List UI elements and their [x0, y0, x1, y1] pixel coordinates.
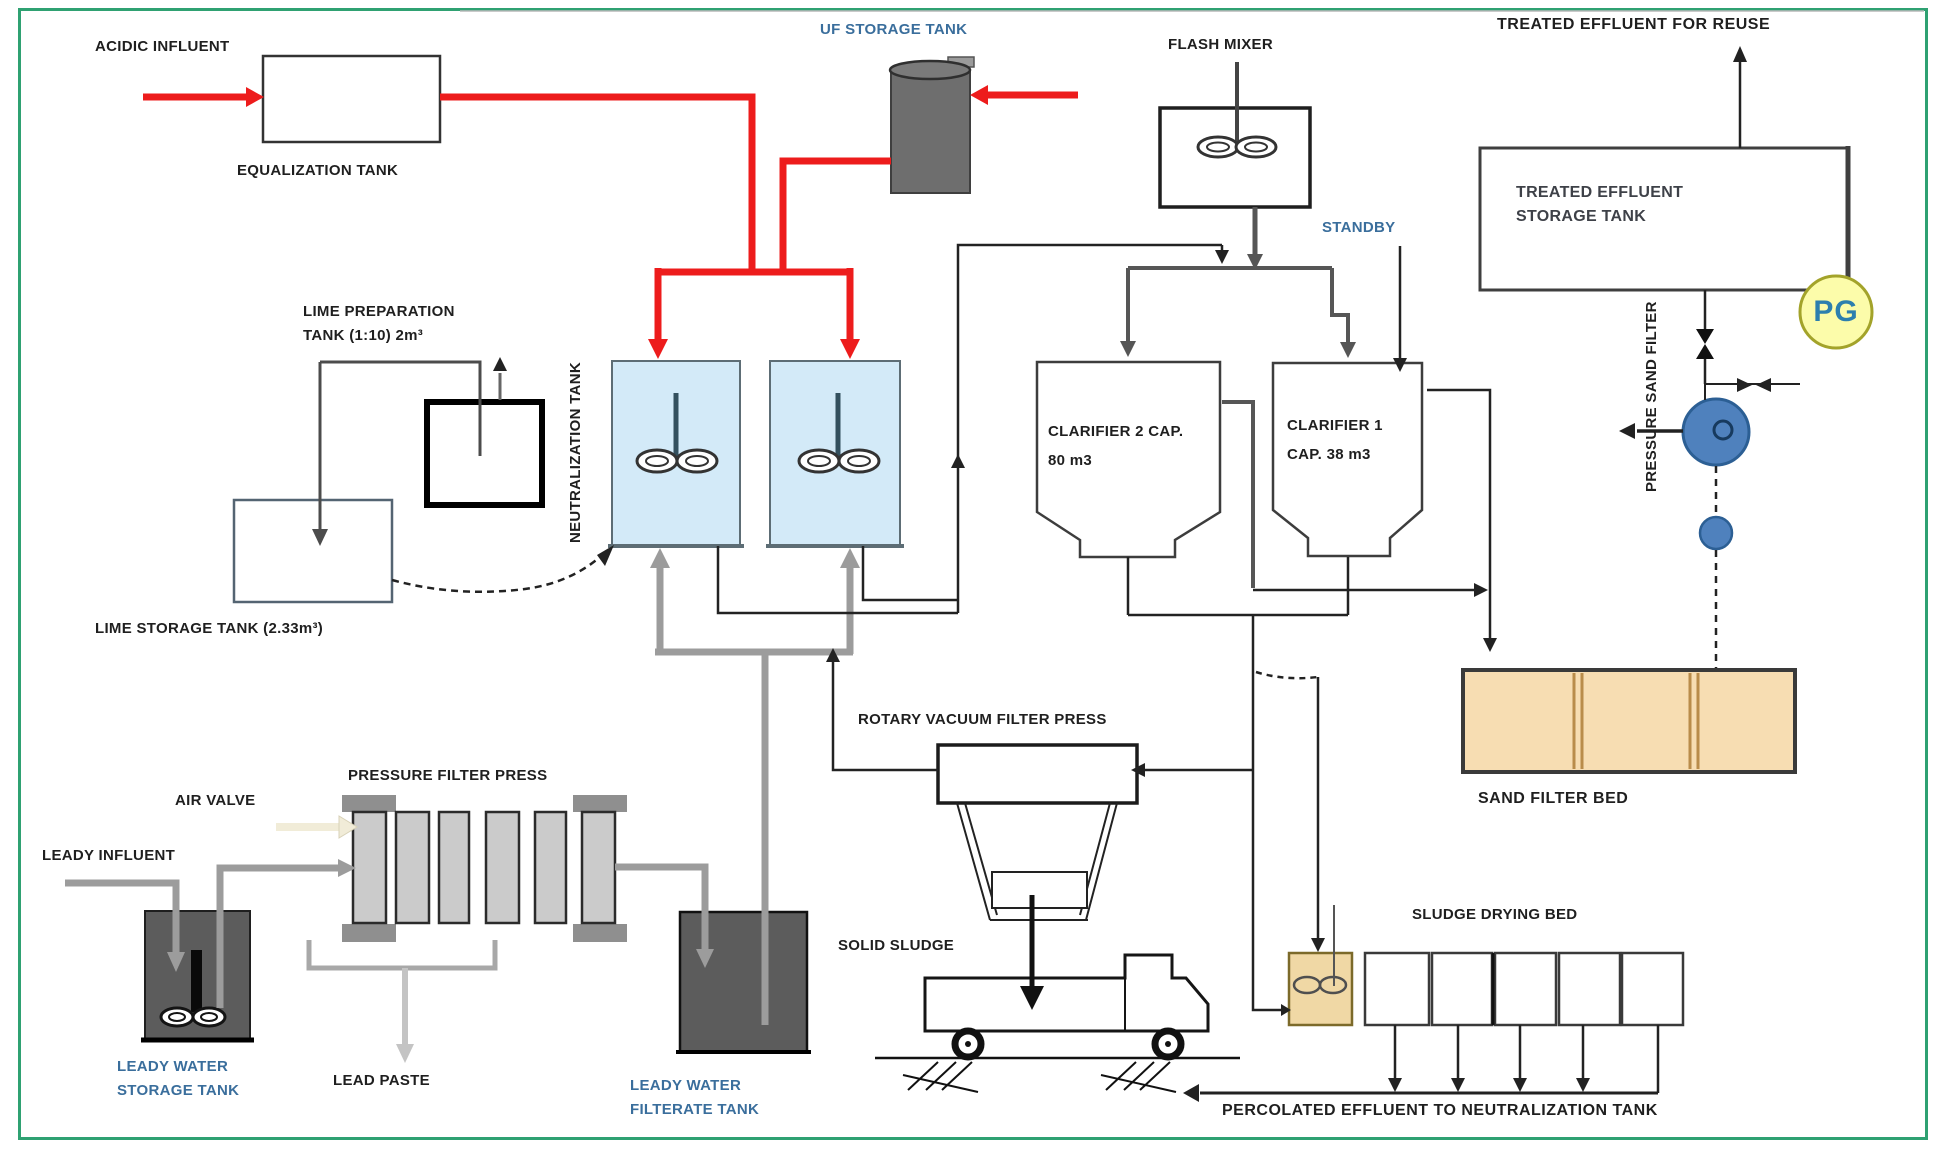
wheel-icon — [951, 1027, 1185, 1061]
label-leady-influent: LEADY INFLUENT — [42, 847, 176, 864]
label-sludge-drying-bed: SLUDGE DRYING BED — [1412, 906, 1578, 923]
label-lime-storage-tank: LIME STORAGE TANK (2.33m³) — [95, 620, 324, 637]
equalization-tank-box — [261, 54, 442, 144]
mixer-icon — [635, 393, 719, 474]
mixer-icon — [1196, 62, 1278, 159]
label-pressure-gauge: PG — [1813, 295, 1859, 328]
label-clarifier-2-1: CLARIFIER 2 CAP. — [1048, 423, 1184, 440]
ground-hatch-icon — [902, 1061, 1177, 1093]
valve-icon — [1696, 329, 1714, 359]
flash-mixer-box — [1158, 62, 1312, 209]
sludge-truck — [875, 953, 1240, 1093]
sludge-drying-bed-cells — [1363, 951, 1685, 1027]
pressure-gauge-circle — [1798, 274, 1874, 350]
valve-circle — [1698, 515, 1734, 551]
label-solid-sludge: SOLID SLUDGE — [838, 937, 955, 954]
red-arrowheads — [246, 85, 988, 359]
clarifier-1-vessel — [1271, 361, 1424, 558]
label-equalization-tank: EQUALIZATION TANK — [237, 162, 399, 179]
black-arrowheads — [826, 46, 1771, 1102]
clarifier-feed-piping — [1126, 207, 1350, 588]
label-clarifier-1-1: CLARIFIER 1 — [1287, 417, 1383, 434]
label-treated-effluent-storage-2: STORAGE TANK — [1516, 208, 1647, 225]
sand-filter-bed-box — [1461, 668, 1797, 774]
label-treated-effluent-storage-1: TREATED EFFLUENT — [1516, 184, 1684, 201]
label-leady-water-storage-1: LEADY WATER — [117, 1058, 229, 1075]
gray-water-piping — [65, 566, 854, 1025]
pressure-filter-press-assembly — [342, 795, 627, 942]
press-bottom-manifold — [306, 940, 498, 971]
rotary-vacuum-filter-assembly — [936, 743, 1139, 921]
neutralization-tank-2-box — [766, 360, 904, 548]
lime-storage-tank-box — [232, 498, 394, 604]
mixer-icon — [159, 950, 227, 1028]
dark-arrowheads — [1120, 254, 1356, 358]
label-leady-water-filtrate-1: LEADY WATER — [630, 1077, 742, 1094]
diagram-border — [18, 8, 1928, 1140]
gray-arrowheads — [167, 548, 860, 1063]
label-lead-paste: LEAD PASTE — [333, 1072, 430, 1089]
uf-storage-tank-cylinder — [888, 56, 975, 194]
neutralization-tank-1-box — [608, 360, 744, 548]
label-sand-filter-bed: SAND FILTER BED — [1478, 790, 1629, 807]
label-treated-effluent-for-reuse: TREATED EFFLUENT FOR REUSE — [1497, 16, 1771, 33]
label-acidic-influent: ACIDIC INFLUENT — [95, 38, 230, 55]
black-process-lines — [716, 60, 1800, 1095]
lime-preparation-tank-box — [424, 399, 545, 508]
label-pressure-filter-press: PRESSURE FILTER PRESS — [348, 767, 548, 784]
red-acid-piping — [143, 91, 1078, 341]
label-clarifier-1-2: CAP. 38 m3 — [1287, 446, 1371, 463]
label-lime-preparation-1: LIME PREPARATION — [303, 303, 455, 320]
lime-arrowheads — [312, 357, 614, 566]
label-air-valve: AIR VALVE — [175, 792, 256, 809]
label-percolated-effluent: PERCOLATED EFFLUENT TO NEUTRALIZATION TA… — [1222, 1102, 1658, 1119]
label-neutralization-tank: NEUTRALIZATION TANK — [567, 362, 584, 543]
leady-water-filtrate-tank-box — [676, 910, 811, 1054]
label-standby: STANDBY — [1322, 219, 1396, 236]
mixer-icon — [797, 393, 881, 474]
label-flash-mixer: FLASH MIXER — [1168, 36, 1273, 53]
clarifier-2-vessel — [1035, 360, 1222, 559]
treated-effluent-storage-tank-box — [1478, 146, 1851, 292]
sludge-mixing-tank-box — [1287, 951, 1354, 1027]
label-rotary-vacuum-filter-press: ROTARY VACUUM FILTER PRESS — [858, 711, 1107, 728]
pump-circle — [1681, 397, 1751, 467]
lime-lines — [318, 360, 601, 594]
label-leady-water-filtrate-2: FILTERATE TANK — [630, 1101, 760, 1118]
label-pressure-sand-filter: PRESSURE SAND FILTER — [1643, 301, 1660, 492]
label-uf-storage-tank: UF STORAGE TANK — [820, 21, 968, 38]
label-leady-water-storage-2: STORAGE TANK — [117, 1082, 240, 1099]
label-lime-preparation-2: TANK (1:10) 2m³ — [303, 327, 424, 344]
leady-water-storage-tank-box — [141, 910, 254, 1043]
label-clarifier-2-2: 80 m3 — [1048, 452, 1093, 469]
